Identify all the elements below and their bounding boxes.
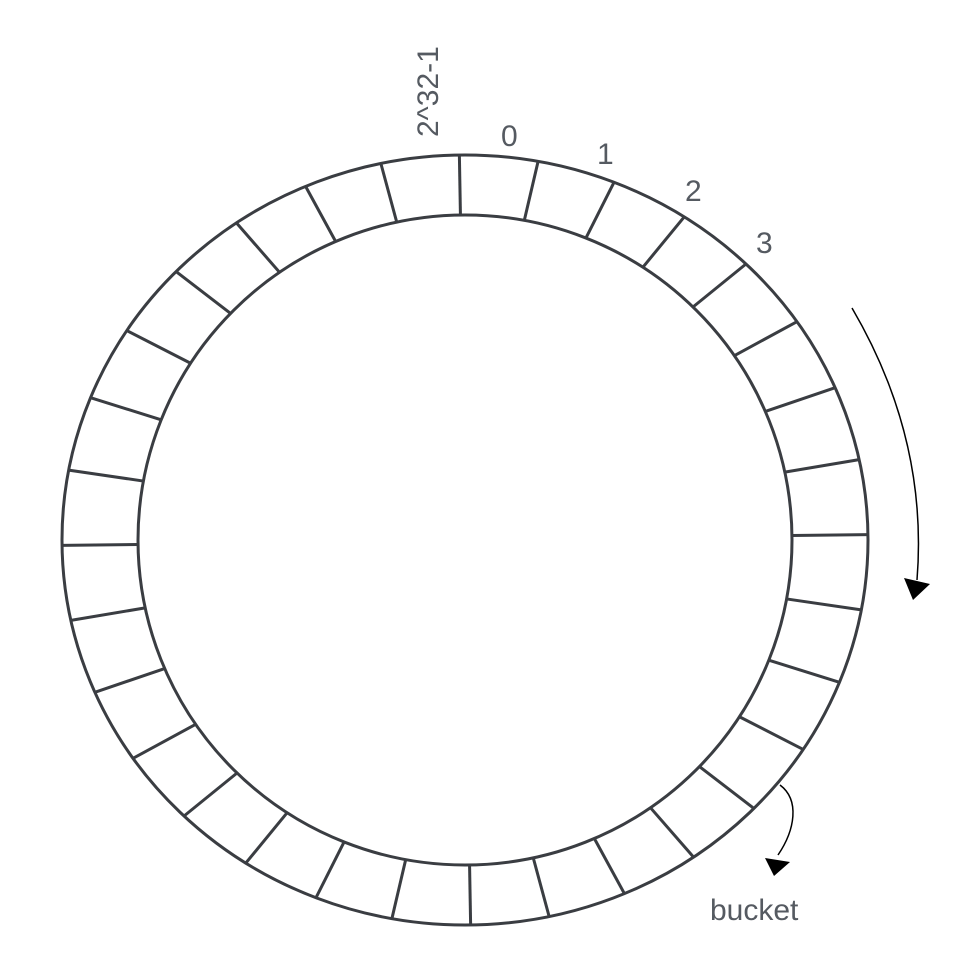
- ring-segment-divider: [379, 163, 399, 223]
- ring-segment-divider: [304, 185, 337, 243]
- ring-segment-divider: [468, 864, 473, 925]
- ring-segment-divider: [531, 857, 551, 917]
- ring-segment-divider: [390, 859, 408, 919]
- ring-segment-divider: [698, 765, 755, 810]
- ring-segment-divider: [593, 837, 626, 895]
- label-3: 3: [756, 227, 773, 260]
- ring-segment-divider: [641, 215, 686, 269]
- ring-segment-divider: [768, 658, 840, 684]
- ring-segment-divider: [70, 606, 146, 622]
- ring-segment-divider: [94, 667, 166, 694]
- ring-segment-divider: [764, 386, 836, 413]
- label-1: 1: [597, 138, 614, 171]
- hash-ring: [60, 153, 870, 927]
- ring-segment-divider: [784, 458, 860, 474]
- ring-segment-divider: [649, 806, 695, 859]
- label-0: 0: [501, 120, 518, 153]
- ring-segment-divider: [183, 771, 238, 818]
- ring-segment-divider: [62, 543, 139, 547]
- ring-segment-divider: [733, 320, 798, 358]
- bucket-pointer-arrow: [765, 784, 794, 876]
- ring-segment-divider: [791, 533, 868, 537]
- ring-segment-divider: [314, 841, 346, 899]
- ring-segment-divider: [457, 155, 462, 216]
- ring-segment-divider: [786, 597, 862, 612]
- label-max-hash: 2^32-1: [412, 46, 445, 137]
- ring-segment-divider: [584, 181, 616, 239]
- ring-segment-divider: [175, 270, 232, 315]
- ring-segment-divider: [235, 221, 281, 274]
- ring-segment-divider: [126, 329, 192, 365]
- label-bucket: bucket: [710, 894, 799, 927]
- ring-segment-divider: [522, 161, 540, 221]
- ring-segment-divider: [738, 715, 804, 751]
- ring-segment-divider: [244, 811, 289, 865]
- label-2: 2: [685, 175, 702, 208]
- ring-outer-circle: [60, 153, 870, 927]
- ring-segment-divider: [692, 262, 747, 309]
- ring-segment-divider: [90, 396, 162, 422]
- ring-segment-divider: [68, 468, 144, 483]
- ring-inner-circle: [136, 213, 794, 867]
- ring-segment-divider: [132, 722, 197, 760]
- clockwise-arrow: [851, 307, 930, 600]
